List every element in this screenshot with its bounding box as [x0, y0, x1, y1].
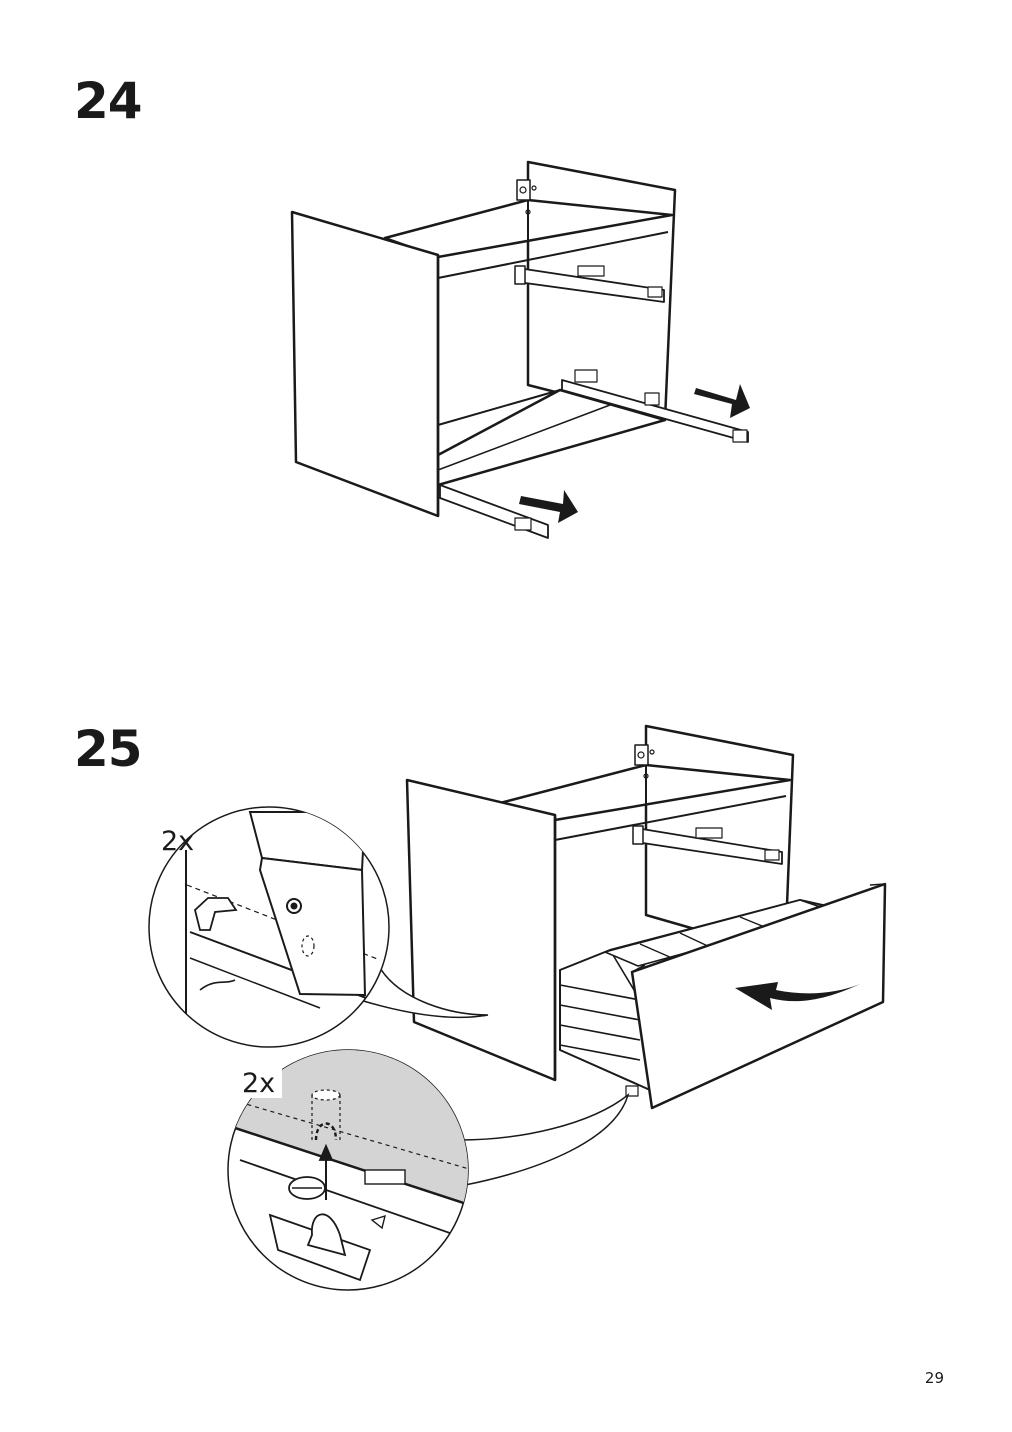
quantity-label: 2x [242, 1068, 275, 1099]
quantity-label-background [240, 1064, 282, 1098]
quantity-label: 2x [161, 826, 194, 857]
detail-callout-top [148, 806, 489, 1048]
pull-out-arrow-icon [519, 490, 578, 523]
step-24-number: 24 [74, 72, 143, 130]
pull-out-arrow-icon [694, 384, 750, 418]
step-24-cabinet-illustration [290, 160, 749, 539]
page-number: 29 [924, 1369, 944, 1387]
push-in-arrow-icon [735, 982, 860, 1010]
step-25-cabinet-illustration [405, 724, 887, 1110]
step-25-number: 25 [74, 720, 143, 778]
